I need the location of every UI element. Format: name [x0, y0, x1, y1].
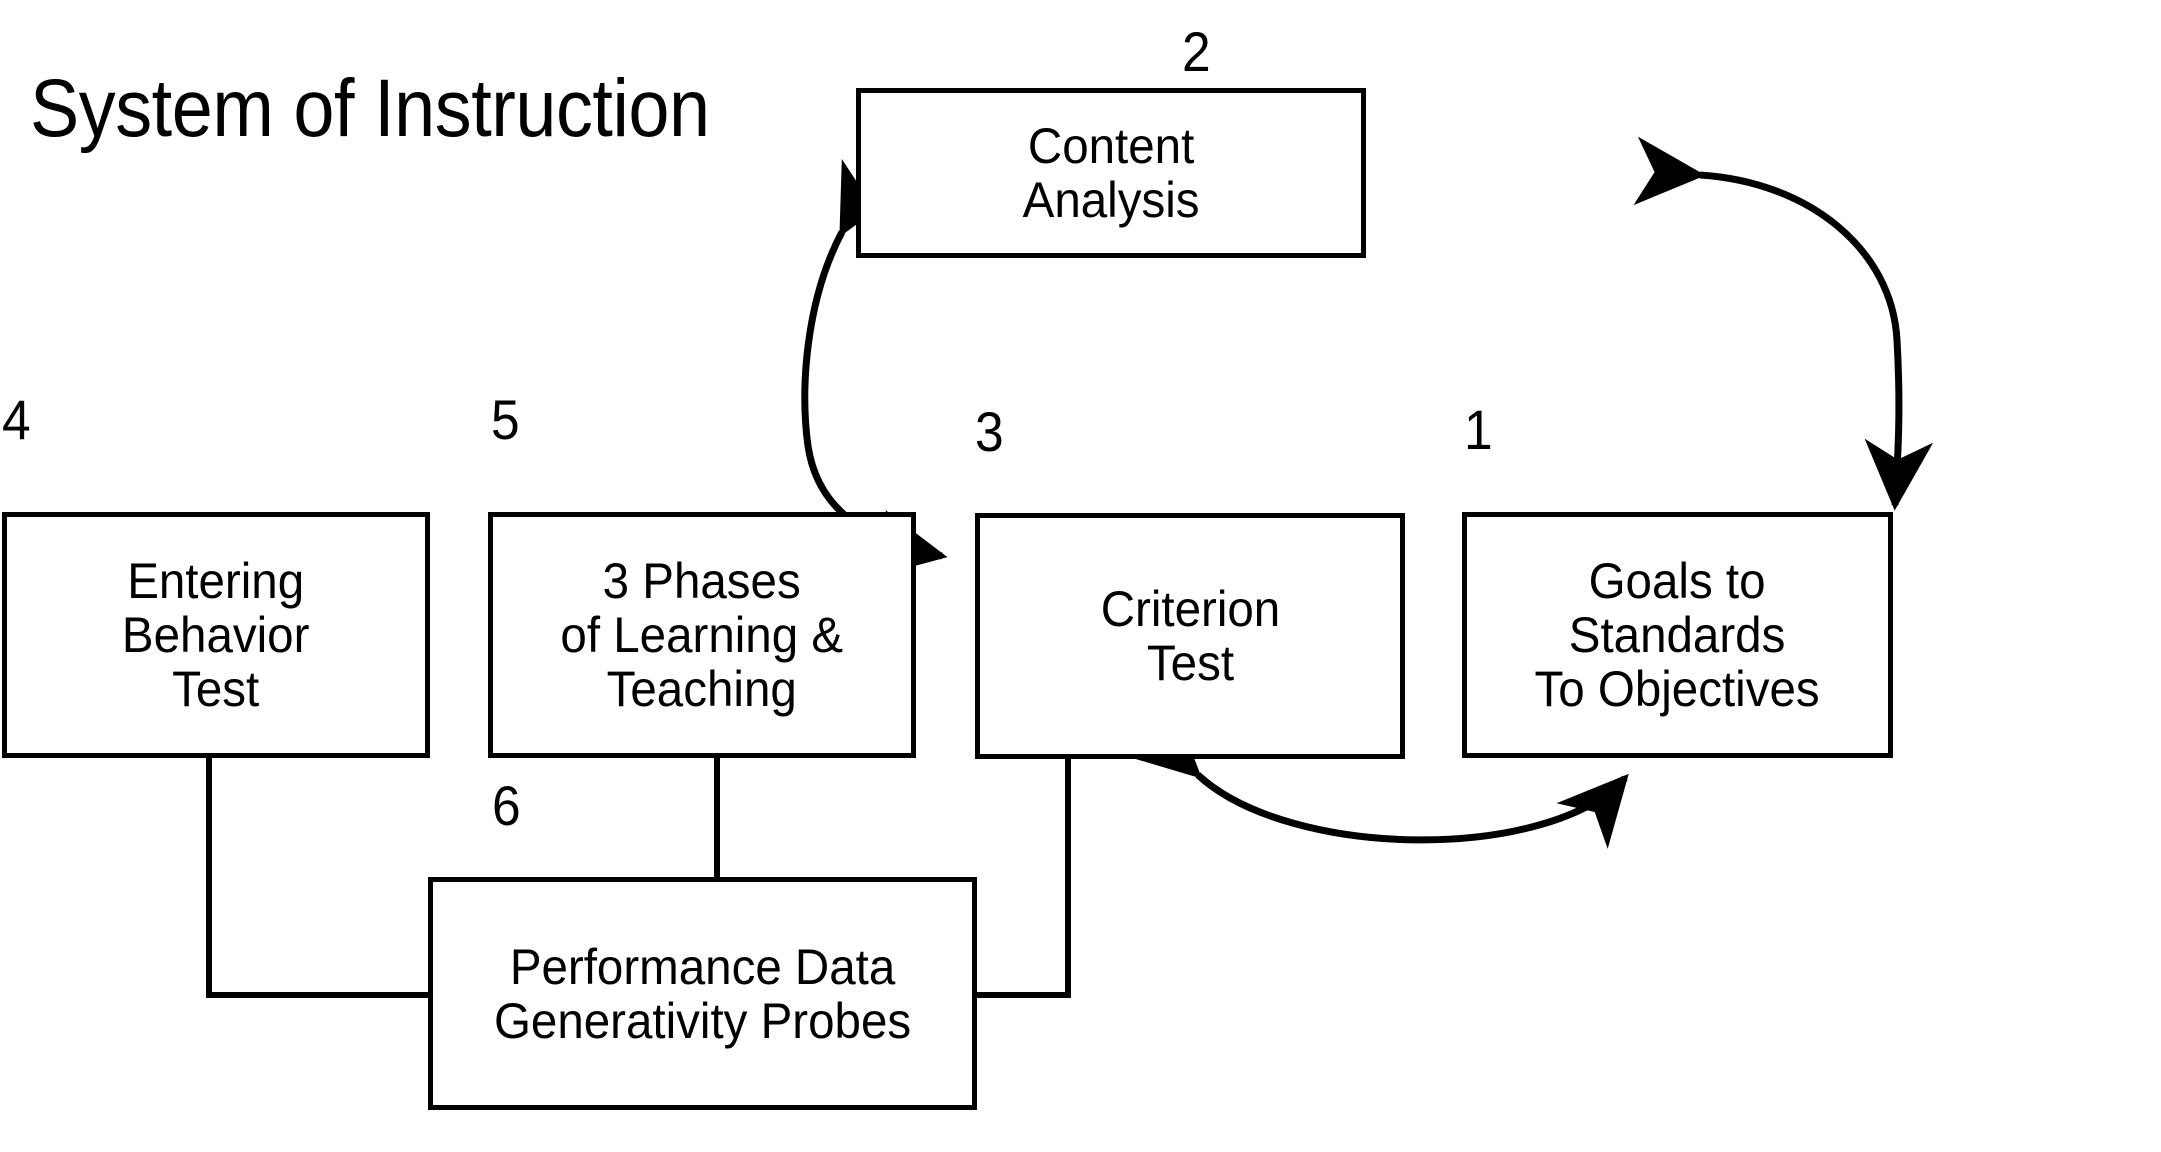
node-entering-behavior-test[interactable]: Entering Behavior Test	[2, 512, 430, 758]
node-goals-label: Goals to Standards To Objectives	[1534, 553, 1821, 717]
node-performance-data-label: Performance Data Generativity Probes	[493, 938, 912, 1049]
node-content-analysis-label: Content Analysis	[1022, 118, 1200, 228]
node-criterion-test-label: Criterion Test	[1100, 581, 1280, 691]
node-number-2: 2	[1182, 20, 1211, 83]
connector-content-analysis-to-criterion-test	[801, 159, 948, 578]
connector-criterion-test-to-goals	[1127, 706, 1629, 849]
node-criterion-test[interactable]: Criterion Test	[975, 513, 1405, 759]
node-number-1: 1	[1464, 398, 1493, 461]
node-number-3: 3	[975, 400, 1004, 463]
node-three-phases-label: 3 Phases of Learning & Teaching	[560, 553, 844, 717]
node-three-phases-of-learning-and-teaching[interactable]: 3 Phases of Learning & Teaching	[488, 512, 916, 758]
node-entering-behavior-test-label: Entering Behavior Test	[122, 553, 310, 717]
node-content-analysis[interactable]: Content Analysis	[856, 88, 1366, 258]
node-number-5: 5	[491, 388, 520, 451]
node-number-4: 4	[2, 388, 31, 451]
node-number-6: 6	[492, 774, 521, 837]
connector-entering-behavior-test-to-performance-data	[206, 758, 434, 998]
connector-criterion-test-to-performance-data	[972, 758, 1071, 998]
page-title: System of Instruction	[30, 63, 710, 154]
connector-goals-to-content-analysis	[1633, 136, 1934, 511]
node-goals-to-standards-to-objectives[interactable]: Goals to Standards To Objectives	[1462, 512, 1893, 758]
node-performance-data-generativity-probes[interactable]: Performance Data Generativity Probes	[428, 877, 977, 1110]
